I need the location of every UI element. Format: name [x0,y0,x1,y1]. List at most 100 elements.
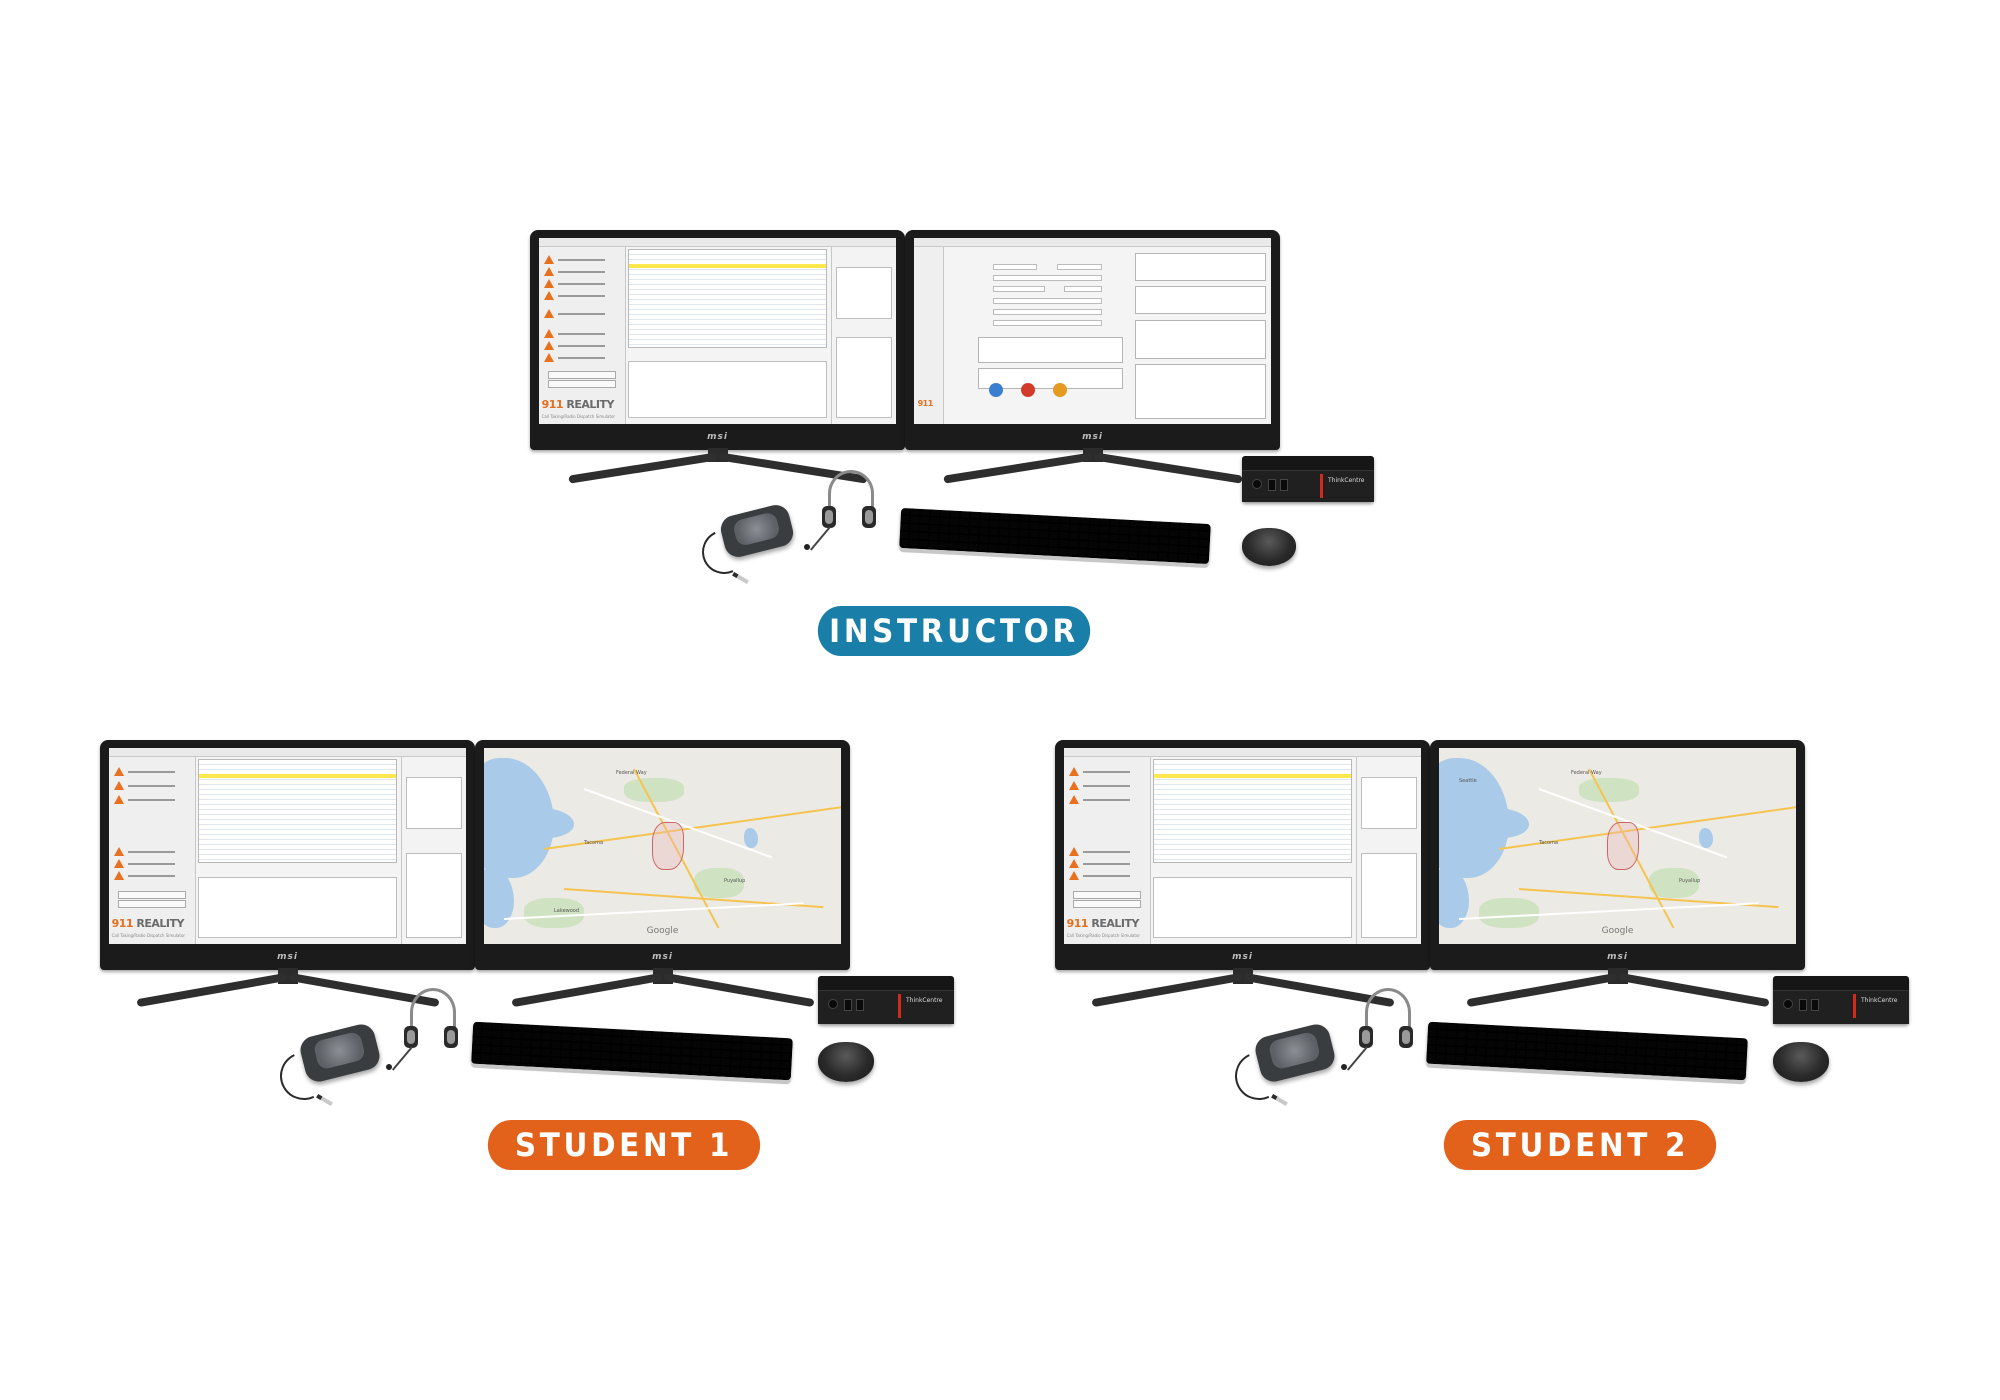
student1-label: STUDENT 1 [487,1120,761,1170]
pc-brand-label: ThinkCentre [906,997,943,1005]
software-tagline: Call Taking/Radio Dispatch Simulator [1066,933,1141,939]
map-provider-logo: Google [646,926,679,936]
instructor-monitor-right: 911 msi [905,230,1280,484]
status-box [405,777,463,829]
unit-panel: 911 REALITY Call Taking/Radio Dispatch S… [539,247,626,424]
police-icon[interactable] [1053,383,1068,398]
mouse-icon [1242,528,1296,566]
alert-triangle-icon [544,341,555,350]
call-field[interactable] [992,308,1102,315]
call-field[interactable] [992,297,1102,304]
monitor-brand-logo: msi [1232,952,1253,962]
tab-bar[interactable] [1064,748,1421,757]
monitor-leg [1618,972,1770,1008]
monitor-leg [1093,452,1243,484]
student2-map-screen[interactable]: Tacoma Federal Way Puyallup Seattle Goog… [1439,748,1796,944]
call-field[interactable] [1063,286,1102,293]
call-field[interactable] [992,286,1045,293]
student2-station: 911 REALITY Call Taking/Radio Dispatch S… [1045,740,1945,1110]
notify-button[interactable] [117,900,187,908]
monitor-leg [1466,972,1618,1008]
map-view[interactable]: Tacoma Federal Way Puyallup Lakewood Goo… [484,748,841,944]
keyboard-icon [1426,1021,1748,1081]
unit-list-box[interactable] [1360,853,1418,938]
student2-monitor-left: 911 REALITY Call Taking/Radio Dispatch S… [1055,740,1430,1008]
map-label: Lakewood [554,908,580,914]
alert-triangle-icon [1069,795,1080,804]
usb-plug [732,572,749,584]
pc-brand-label: ThinkCentre [1861,997,1898,1005]
mouse-icon [818,1042,874,1082]
incident-table[interactable] [198,759,397,863]
highlighted-row[interactable] [1154,774,1351,779]
software-logo: 911 REALITY [541,397,615,411]
units-box[interactable] [1135,286,1266,315]
notes-box[interactable] [628,360,827,419]
comments-box[interactable] [1135,319,1266,360]
call-field[interactable] [992,275,1102,282]
call-field[interactable] [992,264,1038,271]
alert-triangle-icon [544,309,555,318]
instructor-call-form-screen[interactable]: 911 [914,238,1271,424]
alert-triangle-icon [114,847,125,856]
map-label: Tacoma [584,840,604,846]
software-tagline: Call Taking/Radio Dispatch Simulator [541,413,616,419]
map-view[interactable]: Tacoma Federal Way Puyallup Seattle Goog… [1439,748,1796,944]
highlighted-city-boundary[interactable] [652,822,684,870]
alert-triangle-icon [1069,781,1080,790]
notify-button[interactable] [1072,900,1142,908]
unit-list-box[interactable] [835,337,893,418]
instructor-monitor-left: 911 REALITY Call Taking/Radio Dispatch S… [530,230,905,484]
headset-icon [1341,988,1417,1072]
instructor-label: INSTRUCTOR [817,606,1091,656]
highlighted-row[interactable] [199,774,396,779]
fire-icon[interactable] [1021,383,1036,398]
desktop-pc-icon: ThinkCentre [1773,976,1909,1024]
call-field[interactable] [992,319,1102,326]
map-provider-logo: Google [1601,926,1634,936]
student1-map-screen[interactable]: Tacoma Federal Way Puyallup Lakewood Goo… [484,748,841,944]
student2-label: STUDENT 2 [1443,1120,1717,1170]
monitor-leg [943,452,1093,484]
notify-button[interactable] [547,380,617,388]
end-shift-button[interactable] [117,891,187,899]
student2-dispatch-screen[interactable]: 911 REALITY Call Taking/Radio Dispatch S… [1064,748,1421,944]
alert-triangle-icon [544,255,555,264]
end-shift-button[interactable] [1072,891,1142,899]
student1-dispatch-screen[interactable]: 911 REALITY Call Taking/Radio Dispatch S… [109,748,466,944]
ems-icon[interactable] [988,383,1003,398]
responder-box[interactable] [978,368,1124,389]
highlighted-row[interactable] [629,263,826,268]
software-tagline: Call Taking/Radio Dispatch Simulator [111,933,186,939]
monitor-brand-logo: msi [1082,432,1103,442]
alert-triangle-icon [114,871,125,880]
map-label: Seattle [1459,778,1477,784]
unit-list-box[interactable] [405,853,463,938]
highlighted-city-boundary[interactable] [1607,822,1639,870]
incident-table[interactable] [1153,759,1352,863]
map-label: Tacoma [1539,840,1559,846]
tab-bar[interactable] [914,238,1271,247]
notes-box[interactable] [1153,877,1352,939]
incident-table[interactable] [628,249,827,348]
instructor-dispatch-screen[interactable]: 911 REALITY Call Taking/Radio Dispatch S… [539,238,896,424]
alert-triangle-icon [544,329,555,338]
monitor-leg [663,972,815,1008]
history-box[interactable] [1135,252,1266,281]
dispatch-log-box[interactable] [1135,364,1266,419]
status-box [835,267,893,319]
keyboard-icon [471,1021,793,1081]
tab-bar[interactable] [539,238,896,247]
narrative-box[interactable] [978,336,1124,363]
unit-panel: 911 REALITY Call Taking/Radio Dispatch S… [109,757,196,944]
end-shift-button[interactable] [547,371,617,379]
call-field[interactable] [1056,264,1102,271]
tab-bar[interactable] [109,748,466,757]
usb-plug [1271,1094,1288,1106]
desktop-pc-icon: ThinkCentre [1242,456,1374,502]
alert-triangle-icon [1069,767,1080,776]
monitor-leg [1091,972,1243,1008]
keyboard-icon [899,507,1211,565]
instructor-station: 911 REALITY Call Taking/Radio Dispatch S… [520,230,1400,584]
notes-box[interactable] [198,877,397,939]
